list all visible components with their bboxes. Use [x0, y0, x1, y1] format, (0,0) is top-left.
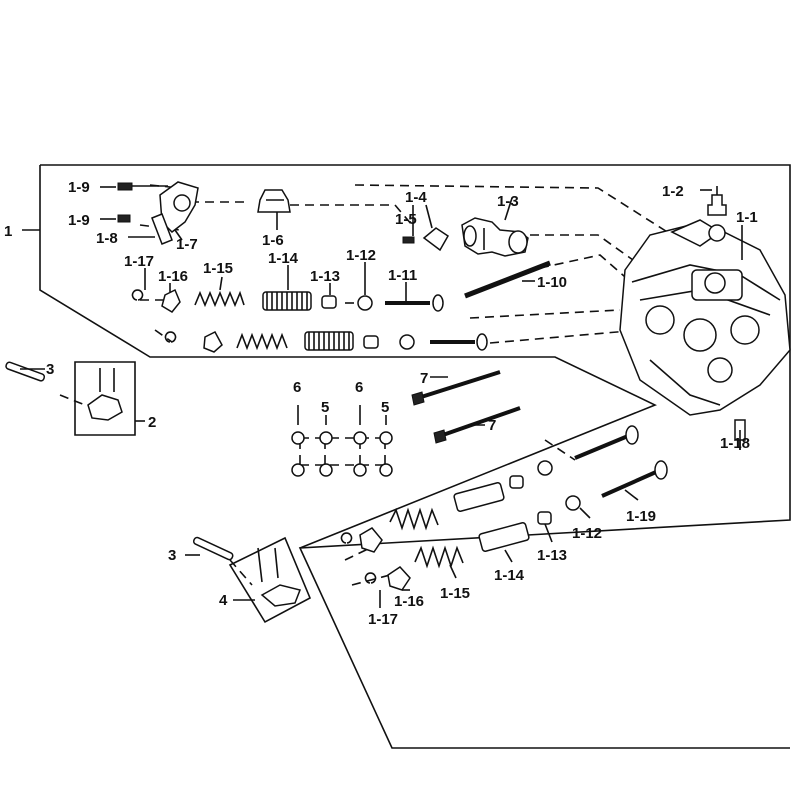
label-1-5: 1-5	[395, 211, 417, 228]
label-1-6: 1-6	[262, 232, 284, 249]
label-1-1: 1-1	[736, 209, 758, 226]
label-1-16-lower: 1-16	[394, 593, 424, 610]
camshaft	[461, 217, 529, 257]
label-1: 1	[4, 223, 12, 240]
label-1-12-upper: 1-12	[346, 247, 376, 264]
label-4: 4	[219, 592, 228, 609]
valve-train-upper	[131, 288, 444, 313]
callout-labels: 1 1-9 1-9 1-8 1-7 1-6 1-4 1-5 1-3 1-2 1-…	[4, 179, 758, 628]
label-1-14-lower: 1-14	[494, 567, 525, 584]
push-rod-upper	[464, 260, 551, 299]
label-1-18: 1-18	[720, 435, 750, 452]
valve-train-bottom	[340, 425, 668, 591]
label-1-16-upper: 1-16	[158, 268, 188, 285]
label-2: 2	[148, 414, 156, 431]
rubber-plug	[257, 189, 291, 213]
label-1-7: 1-7	[176, 236, 198, 253]
washers	[291, 405, 393, 477]
decompressor-parts	[402, 227, 449, 252]
label-1-13-lower: 1-13	[537, 547, 567, 564]
label-1-17-upper: 1-17	[124, 253, 154, 270]
label-3-upper: 3	[46, 361, 54, 378]
intake-cover	[117, 181, 199, 245]
label-1-11: 1-11	[388, 267, 417, 284]
label-1-15-lower: 1-15	[440, 585, 470, 602]
label-7-lower: 7	[488, 417, 496, 434]
rocker-arm-assembly-4	[192, 536, 312, 624]
label-1-14-upper: 1-14	[268, 250, 299, 267]
label-5-left: 5	[321, 399, 329, 416]
dashed-alignment-lines	[59, 184, 681, 586]
label-5-right: 5	[381, 399, 389, 416]
label-6-right: 6	[355, 379, 363, 396]
leader-lines	[20, 186, 743, 608]
push-rods	[411, 370, 521, 444]
label-1-12-lower: 1-12	[572, 525, 602, 542]
label-6-left: 6	[293, 379, 301, 396]
label-1-17-lower: 1-17	[368, 611, 398, 628]
label-1-10: 1-10	[537, 274, 567, 291]
label-1-4: 1-4	[405, 189, 427, 206]
label-3-lower: 3	[168, 547, 176, 564]
label-1-2: 1-2	[662, 183, 684, 200]
rocker-arm-assembly-2	[5, 361, 136, 436]
label-1-9-upper: 1-9	[68, 179, 90, 196]
label-1-8: 1-8	[96, 230, 118, 247]
label-7-upper: 7	[420, 370, 428, 387]
assembly-outline	[22, 164, 791, 749]
label-1-15-upper: 1-15	[203, 260, 233, 277]
label-1-13-upper: 1-13	[310, 268, 340, 285]
cylinder-head	[619, 219, 791, 416]
label-1-9-lower: 1-9	[68, 212, 90, 229]
label-1-19: 1-19	[626, 508, 656, 525]
valve-train-lower	[164, 331, 488, 353]
label-1-3: 1-3	[497, 193, 519, 210]
breather-valve	[707, 186, 727, 216]
